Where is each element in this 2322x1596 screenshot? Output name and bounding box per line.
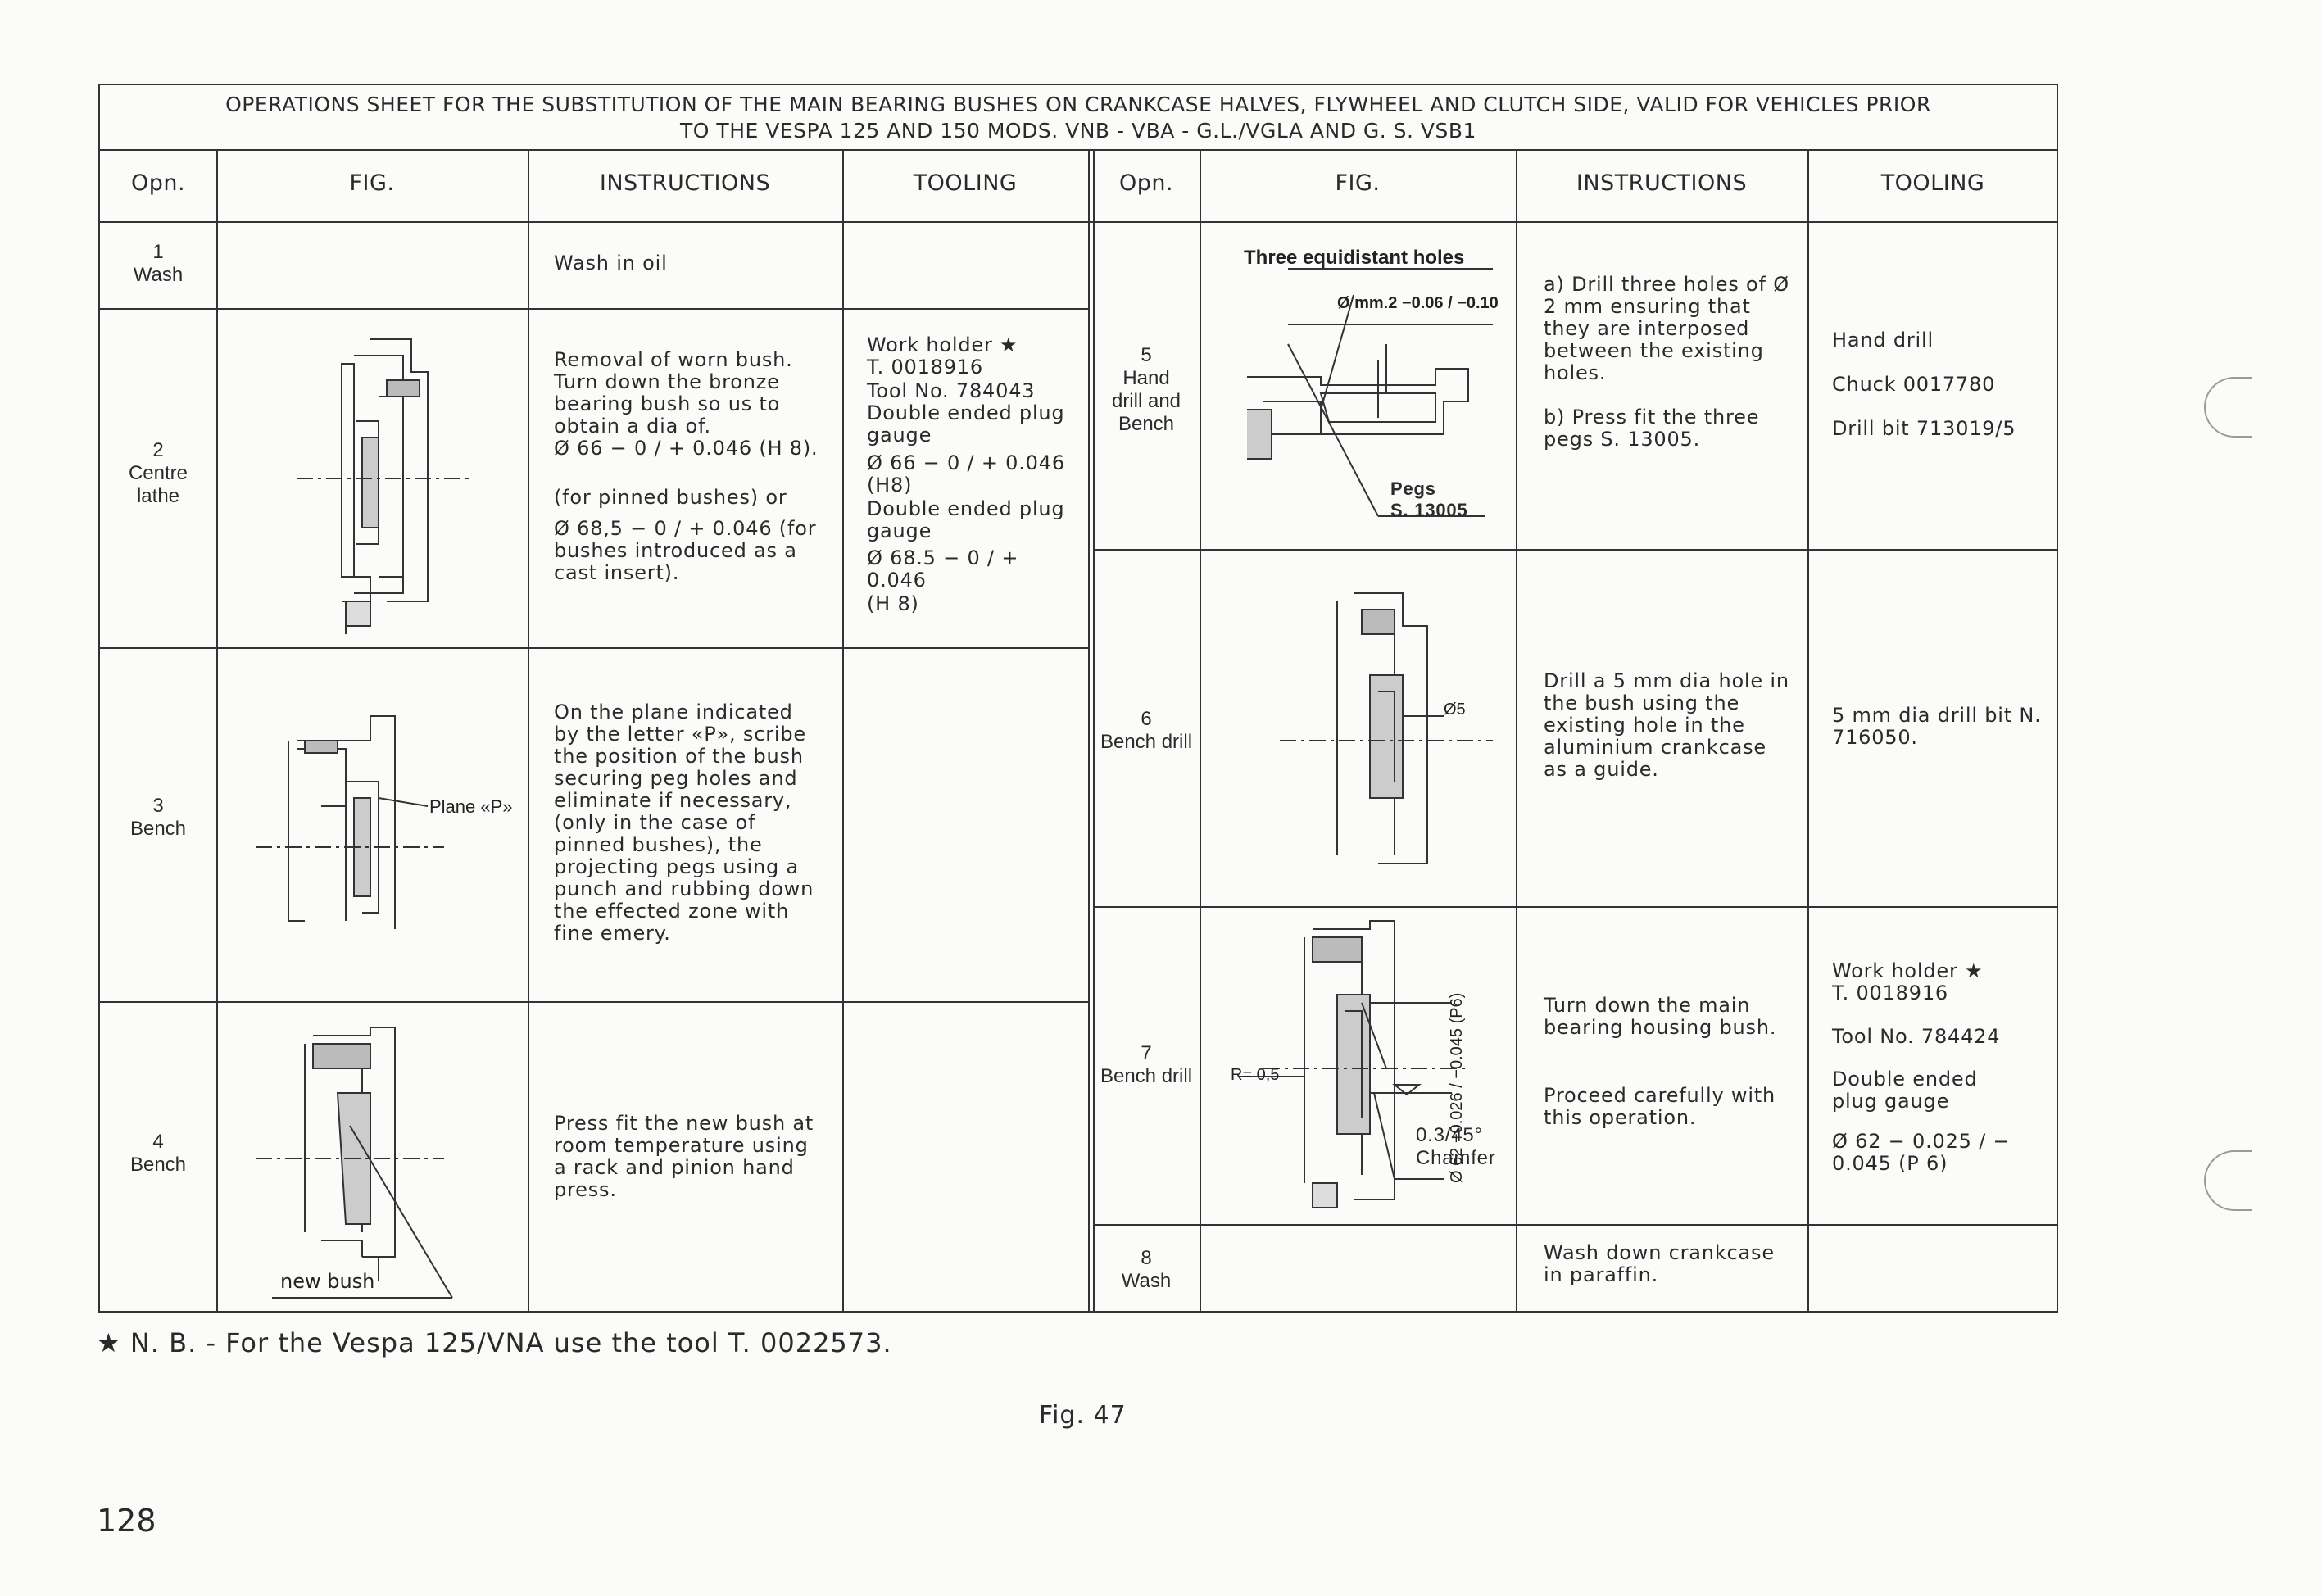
row6-tooling: 5 mm dia drill bit N. 716050. — [1832, 704, 2042, 749]
row2-tooling-gauge: Double ended plug gauge — [867, 497, 1065, 542]
row7-tooling-c: Double ended plug gauge — [1832, 1068, 1978, 1113]
row5-instructions-a: a) Drill three holes of Ø 2 mm ensuring … — [1544, 273, 1789, 384]
row2-tooling-work-holder: Work holder ★ T. 0018916 — [867, 333, 1018, 379]
row3-instructions: On the plane indicated by the letter «P»… — [554, 701, 814, 945]
row1-opn: 1 Wash — [133, 241, 184, 286]
row1-instructions: Wash in oil — [554, 252, 668, 274]
row8-opn: 8 Wash — [1121, 1247, 1172, 1292]
row3-opn: 3 Bench — [129, 795, 187, 840]
row2-instructions-dia1: Ø 66 − 0 / + 0.046 (H 8). — [554, 437, 819, 460]
row8-instructions: Wash down crankcase in paraffin. — [1544, 1241, 1775, 1286]
row7-tooling-b: Tool No. 784424 — [1832, 1025, 2001, 1048]
row7-fig-dim: Ø 62 −0.026 / −0.045 (P6) — [1448, 993, 1466, 1183]
header-fig-right: FIG. — [1335, 170, 1381, 196]
row3-scribe-figure: Plane «P» — [256, 715, 513, 929]
binder-hole-top — [2204, 377, 2252, 438]
row7-fig-r: R= 0,5 — [1231, 1066, 1279, 1084]
row6-opn: 6 Bench drill — [1100, 708, 1193, 753]
row4-fig-label: new bush — [280, 1270, 374, 1293]
header-instructions-right: INSTRUCTIONS — [1576, 170, 1748, 196]
title-line-1: OPERATIONS SHEET FOR THE SUBSTITUTION OF… — [225, 93, 1931, 116]
row4-opn: 4 Bench — [129, 1131, 187, 1176]
row2-instructions-pinned: (for pinned bushes) or — [554, 486, 787, 509]
row2-bush-removal-figure — [297, 338, 469, 634]
page-number: 128 — [97, 1503, 156, 1539]
figure-caption: Fig. 47 — [1039, 1401, 1127, 1430]
row5-tooling-b: Chuck 0017780 — [1832, 373, 1996, 396]
header-opn: Opn. — [130, 170, 186, 196]
row5-instructions-b: b) Press fit the three pegs S. 13005. — [1544, 406, 1760, 451]
row7-fig-chamfer: 0.3/45° Chamfer — [1416, 1124, 1496, 1169]
row5-tooling-c: Drill bit 713019/5 — [1832, 417, 2016, 440]
row2-opn: 2 Centre lathe — [128, 439, 188, 507]
row6-fig-label: Ø5 — [1444, 701, 1466, 719]
row2-tooling-dia1: Ø 66 − 0 / + 0.046 (H8) — [867, 451, 1065, 496]
row2-instructions-dia2: Ø 68,5 − 0 / + 0.046 (for bushes introdu… — [554, 517, 817, 584]
header-tooling-right: TOOLING — [1880, 170, 1985, 196]
row7-opn: 7 Bench drill — [1100, 1042, 1193, 1087]
row5-opn: 5 Hand drill and Bench — [1111, 344, 1181, 435]
header-instructions: INSTRUCTIONS — [599, 170, 771, 196]
row2-instructions-main: Removal of worn bush. Turn down the bron… — [554, 348, 793, 438]
header-fig: FIG. — [349, 170, 395, 196]
title-line-2: TO THE VESPA 125 AND 150 MODS. VNB - VBA… — [680, 119, 1476, 143]
row5-tooling-a: Hand drill — [1832, 329, 1934, 351]
row7-tooling-a: Work holder ★ T. 0018916 — [1832, 959, 1984, 1004]
row5-fig-dim: Ø mm.2 −0.06 / −0.10 — [1337, 294, 1499, 312]
row4-instructions: Press fit the new bush at room temperatu… — [554, 1112, 814, 1201]
row2-tooling-dia2: Ø 68.5 − 0 / + 0.046 — [867, 546, 1019, 592]
row5-fig-title: Three equidistant holes — [1244, 247, 1464, 269]
footnote: ★ N. B. - For the Vespa 125/VNA use the … — [97, 1327, 892, 1358]
operations-sheet-table: OPERATIONS SHEET FOR THE SUBSTITUTION OF… — [98, 84, 2058, 1313]
row7-turn-down-figure: R= 0,5 Ø 62 −0.026 / −0.045 (P6) — [1231, 920, 1468, 1208]
header-tooling: TOOLING — [913, 170, 1018, 196]
row6-drill-figure: Ø5 — [1280, 592, 1493, 864]
sheet-title: OPERATIONS SHEET FOR THE SUBSTITUTION OF… — [100, 85, 2057, 151]
row3-fig-label: Plane «P» — [429, 796, 513, 817]
row2-tooling-h8: (H 8) — [867, 592, 919, 615]
row2-tooling-tool: Tool No. 784043 Double ended plug gauge — [867, 379, 1065, 447]
row4-press-fit-figure: new bush — [256, 1027, 453, 1299]
binder-hole-bottom — [2204, 1150, 2252, 1211]
row7-instructions-b: Proceed carefully with this operation. — [1544, 1084, 1776, 1129]
header-opn-right: Opn. — [1118, 170, 1174, 196]
row7-instructions-a: Turn down the main bearing housing bush. — [1544, 994, 1777, 1039]
row5-fig-pegs: Pegs S. 13005 — [1390, 478, 1468, 520]
row5-drill-pegs-figure: Three equidistant holes Ø mm.2 −0.06 / −… — [1244, 247, 1499, 517]
row7-tooling-d: Ø 62 − 0.025 / − 0.045 (P 6) — [1832, 1130, 2011, 1175]
row6-instructions: Drill a 5 mm dia hole in the bush using … — [1544, 669, 1789, 781]
